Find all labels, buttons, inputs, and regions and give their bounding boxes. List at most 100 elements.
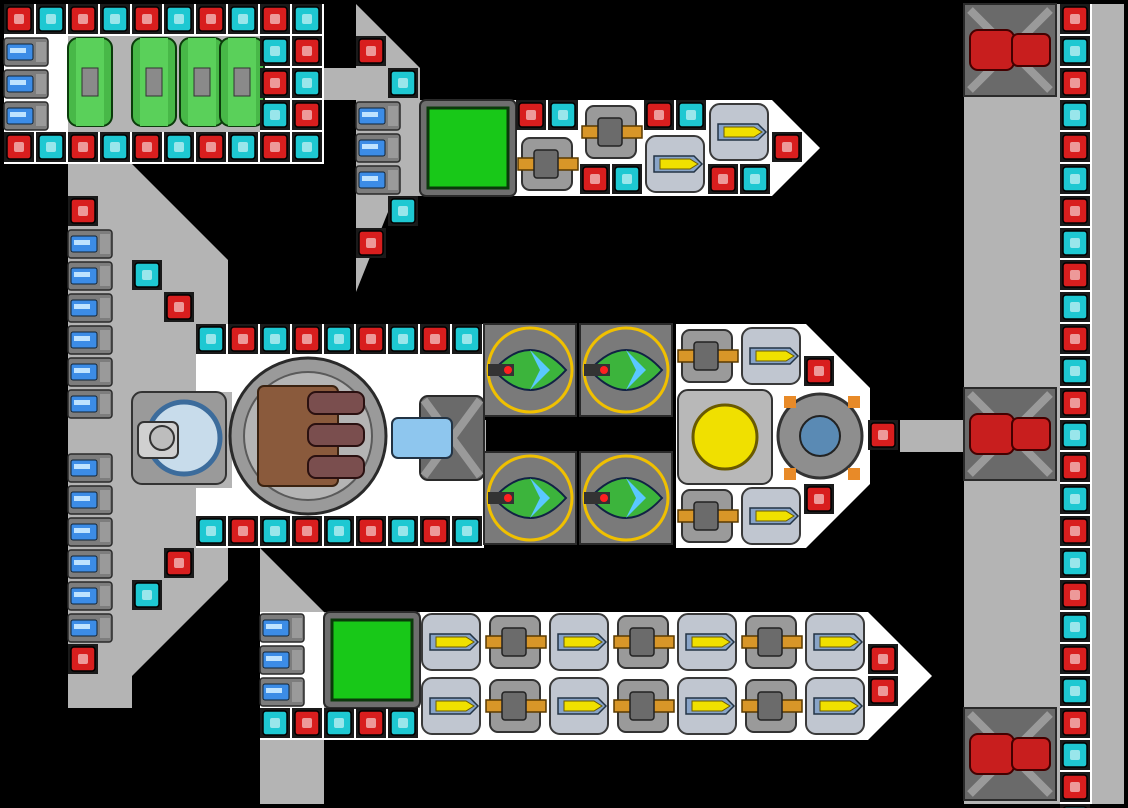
orange-cannon-icon[interactable] [485, 615, 547, 669]
red-armor-block-icon[interactable] [420, 324, 450, 354]
cyan-armor-block-icon[interactable] [196, 516, 226, 546]
cyan-armor-block-icon[interactable] [388, 196, 418, 226]
blue-thruster-icon[interactable] [67, 389, 113, 419]
cyan-armor-block-icon[interactable] [548, 100, 578, 130]
blue-thruster-icon[interactable] [355, 101, 401, 131]
red-armor-block-icon[interactable] [260, 4, 290, 34]
yellow-laser-turret-icon[interactable] [709, 103, 769, 161]
cyan-armor-block-icon[interactable] [1060, 804, 1090, 808]
red-armor-block-icon[interactable] [644, 100, 674, 130]
red-armor-block-icon[interactable] [356, 36, 386, 66]
blue-thruster-icon[interactable] [3, 101, 49, 131]
blue-thruster-icon[interactable] [67, 549, 113, 579]
blue-thruster-icon[interactable] [67, 517, 113, 547]
red-armor-block-icon[interactable] [1060, 388, 1090, 418]
yellow-laser-turret-icon[interactable] [677, 613, 737, 671]
yellow-laser-turret-icon[interactable] [549, 677, 609, 735]
red-armor-block-icon[interactable] [868, 644, 898, 674]
command-core-icon[interactable] [131, 391, 227, 485]
blue-thruster-icon[interactable] [3, 69, 49, 99]
red-armor-block-icon[interactable] [196, 132, 226, 162]
blue-thruster-icon[interactable] [67, 325, 113, 355]
red-armor-block-icon[interactable] [1060, 260, 1090, 290]
red-armor-block-icon[interactable] [356, 228, 386, 258]
cyan-armor-block-icon[interactable] [1060, 676, 1090, 706]
cyan-armor-block-icon[interactable] [132, 580, 162, 610]
red-armor-block-icon[interactable] [516, 100, 546, 130]
cyan-armor-block-icon[interactable] [452, 324, 482, 354]
red-armor-block-icon[interactable] [132, 132, 162, 162]
cyan-armor-block-icon[interactable] [1060, 100, 1090, 130]
cyan-armor-block-icon[interactable] [324, 708, 354, 738]
red-armor-block-icon[interactable] [1060, 196, 1090, 226]
red-armor-block-icon[interactable] [1060, 516, 1090, 546]
red-armor-block-icon[interactable] [1060, 580, 1090, 610]
blue-thruster-icon[interactable] [355, 133, 401, 163]
red-armor-block-icon[interactable] [708, 164, 738, 194]
cyan-armor-block-icon[interactable] [324, 324, 354, 354]
green-shield-emitter-icon[interactable] [579, 323, 673, 417]
red-armor-block-icon[interactable] [292, 516, 322, 546]
red-armor-block-icon[interactable] [580, 164, 610, 194]
blue-thruster-icon[interactable] [67, 357, 113, 387]
red-missile-launcher-icon[interactable] [963, 707, 1057, 801]
cyan-armor-block-icon[interactable] [1060, 36, 1090, 66]
yellow-laser-turret-icon[interactable] [421, 613, 481, 671]
red-armor-block-icon[interactable] [1060, 4, 1090, 34]
red-armor-block-icon[interactable] [292, 324, 322, 354]
cyan-armor-block-icon[interactable] [292, 4, 322, 34]
orange-cannon-icon[interactable] [581, 105, 643, 159]
cyan-armor-block-icon[interactable] [260, 516, 290, 546]
yellow-laser-turret-icon[interactable] [645, 135, 705, 193]
green-shield-emitter-icon[interactable] [483, 323, 577, 417]
orange-cannon-icon[interactable] [613, 615, 675, 669]
red-armor-block-icon[interactable] [292, 708, 322, 738]
cyan-armor-block-icon[interactable] [1060, 228, 1090, 258]
red-armor-block-icon[interactable] [4, 4, 34, 34]
red-missile-launcher-icon[interactable] [963, 3, 1057, 97]
orange-cannon-icon[interactable] [677, 329, 739, 383]
red-armor-block-icon[interactable] [804, 484, 834, 514]
red-armor-block-icon[interactable] [260, 132, 290, 162]
red-armor-block-icon[interactable] [356, 516, 386, 546]
cyan-armor-block-icon[interactable] [260, 36, 290, 66]
yellow-laser-turret-icon[interactable] [421, 677, 481, 735]
yellow-laser-turret-icon[interactable] [741, 487, 801, 545]
cyan-armor-block-icon[interactable] [1060, 420, 1090, 450]
blue-thruster-icon[interactable] [67, 261, 113, 291]
blue-thruster-icon[interactable] [67, 229, 113, 259]
cyan-armor-block-icon[interactable] [1060, 612, 1090, 642]
brown-railgun-icon[interactable] [228, 356, 388, 516]
red-armor-block-icon[interactable] [292, 36, 322, 66]
cyan-armor-block-icon[interactable] [228, 132, 258, 162]
orange-cannon-icon[interactable] [517, 137, 579, 191]
green-shield-emitter-icon[interactable] [579, 451, 673, 545]
red-armor-block-icon[interactable] [68, 4, 98, 34]
cyan-armor-block-icon[interactable] [1060, 292, 1090, 322]
yellow-laser-turret-icon[interactable] [549, 613, 609, 671]
orange-cannon-icon[interactable] [613, 679, 675, 733]
cyan-armor-block-icon[interactable] [1060, 740, 1090, 770]
red-armor-block-icon[interactable] [132, 4, 162, 34]
blue-thruster-icon[interactable] [67, 453, 113, 483]
cyan-armor-block-icon[interactable] [228, 4, 258, 34]
green-battery-cell-icon[interactable] [67, 37, 113, 127]
red-armor-block-icon[interactable] [4, 132, 34, 162]
blue-thruster-icon[interactable] [259, 677, 305, 707]
green-battery-cell-icon[interactable] [219, 37, 265, 127]
red-armor-block-icon[interactable] [1060, 708, 1090, 738]
cyan-armor-block-icon[interactable] [292, 68, 322, 98]
blue-thruster-icon[interactable] [67, 485, 113, 515]
blue-thruster-icon[interactable] [355, 165, 401, 195]
red-armor-block-icon[interactable] [356, 708, 386, 738]
cyan-armor-block-icon[interactable] [164, 4, 194, 34]
blue-thruster-icon[interactable] [259, 645, 305, 675]
cyan-armor-block-icon[interactable] [132, 260, 162, 290]
cyan-armor-block-icon[interactable] [388, 708, 418, 738]
red-armor-block-icon[interactable] [356, 324, 386, 354]
cyan-armor-block-icon[interactable] [196, 324, 226, 354]
cyan-armor-block-icon[interactable] [324, 516, 354, 546]
blue-thruster-icon[interactable] [67, 293, 113, 323]
